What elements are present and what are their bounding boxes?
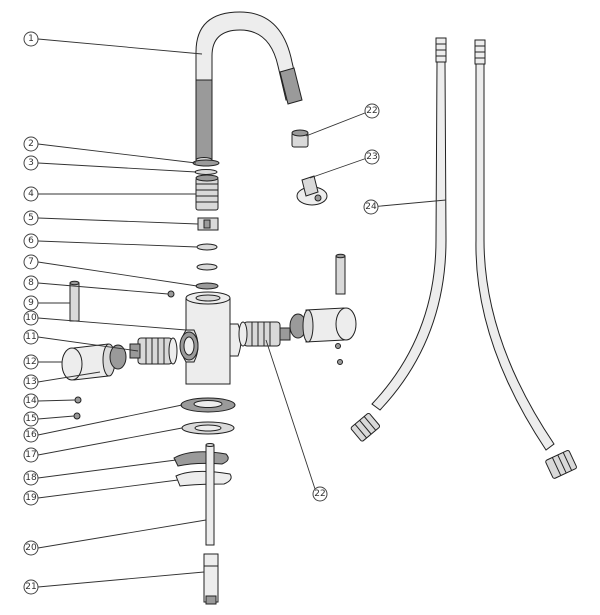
callout-label: 23 xyxy=(366,152,377,162)
part-mixer-body xyxy=(179,291,242,385)
part-oring-6 xyxy=(196,243,218,251)
callout-7: 7 xyxy=(23,254,39,270)
callout-4: 4 xyxy=(23,186,39,202)
callout-label: 5 xyxy=(28,213,34,223)
part-handle-right xyxy=(289,307,357,343)
part-oring-7b xyxy=(195,282,219,290)
callout-label: 12 xyxy=(25,357,36,367)
part-oring-3 xyxy=(194,169,218,175)
callout-label: 4 xyxy=(28,189,34,199)
callout-label: 14 xyxy=(25,396,37,406)
part-adapter xyxy=(195,174,219,211)
callout-label: 1 xyxy=(28,34,34,44)
part-screw-right-b xyxy=(337,359,343,365)
part-screw-right-a xyxy=(335,343,341,349)
callout-5: 5 xyxy=(23,210,39,226)
part-oring-7a xyxy=(196,263,218,271)
callout-16: 16 xyxy=(23,427,39,443)
callout-label: 24 xyxy=(365,202,377,212)
callout-label: 22 xyxy=(314,489,325,499)
callout-13: 13 xyxy=(23,374,39,390)
callout-label: 19 xyxy=(25,493,37,503)
callout-19: 19 xyxy=(23,490,39,506)
part-pin-right xyxy=(335,253,346,295)
part-screw-15 xyxy=(73,412,81,420)
callout-label: 15 xyxy=(25,414,36,424)
part-threaded-rod xyxy=(205,443,215,546)
callout-label: 7 xyxy=(28,257,34,267)
callout-label: 21 xyxy=(25,582,36,592)
callout-22-lower: 22 xyxy=(312,486,328,502)
part-gasket xyxy=(181,421,235,435)
callout-label: 3 xyxy=(28,158,34,168)
callout-label: 11 xyxy=(25,332,36,342)
callout-label: 16 xyxy=(25,430,37,440)
callout-label: 2 xyxy=(28,139,34,149)
callout-22-upper: 22 xyxy=(364,103,380,119)
part-flex-hose-right xyxy=(474,39,577,479)
callout-label: 8 xyxy=(28,278,34,288)
callout-label: 13 xyxy=(25,377,36,387)
callout-15: 15 xyxy=(23,411,39,427)
callout-14: 14 xyxy=(23,393,39,409)
part-flex-hose-left xyxy=(350,37,447,442)
part-plate-washer xyxy=(175,470,232,487)
callout-21: 21 xyxy=(23,579,39,595)
callout-label: 9 xyxy=(28,298,34,308)
callout-20: 20 xyxy=(23,540,39,556)
part-pin-9 xyxy=(69,280,80,322)
callout-17: 17 xyxy=(23,447,39,463)
callout-label: 17 xyxy=(25,450,36,460)
callout-8: 8 xyxy=(23,275,39,291)
part-handle-left xyxy=(61,343,127,381)
part-hose-clip xyxy=(296,175,328,206)
callout-1: 1 xyxy=(23,31,39,47)
callout-12: 12 xyxy=(23,354,39,370)
leader-lines xyxy=(37,38,447,588)
part-clip xyxy=(197,217,219,231)
callout-24: 24 xyxy=(363,199,379,215)
part-aerator xyxy=(291,129,309,148)
callout-2: 2 xyxy=(23,136,39,152)
callout-18: 18 xyxy=(23,470,39,486)
callout-label: 22 xyxy=(366,106,377,116)
part-base-washer xyxy=(180,397,236,413)
callout-9: 9 xyxy=(23,295,39,311)
callout-11: 11 xyxy=(23,329,39,345)
part-nut-sleeve xyxy=(203,553,219,605)
part-horseshoe-washer xyxy=(173,451,229,467)
part-spout xyxy=(195,11,303,163)
callout-23: 23 xyxy=(364,149,380,165)
part-oring-2 xyxy=(192,159,220,167)
callout-10: 10 xyxy=(23,310,39,326)
part-screw-14 xyxy=(74,396,82,404)
part-cartridge-right xyxy=(238,321,291,347)
callout-6: 6 xyxy=(23,233,39,249)
part-screw-8 xyxy=(167,290,175,298)
callout-label: 10 xyxy=(25,313,37,323)
callout-3: 3 xyxy=(23,155,39,171)
callout-label: 18 xyxy=(25,473,37,483)
callout-label: 6 xyxy=(28,236,34,246)
callout-label: 20 xyxy=(25,543,37,553)
